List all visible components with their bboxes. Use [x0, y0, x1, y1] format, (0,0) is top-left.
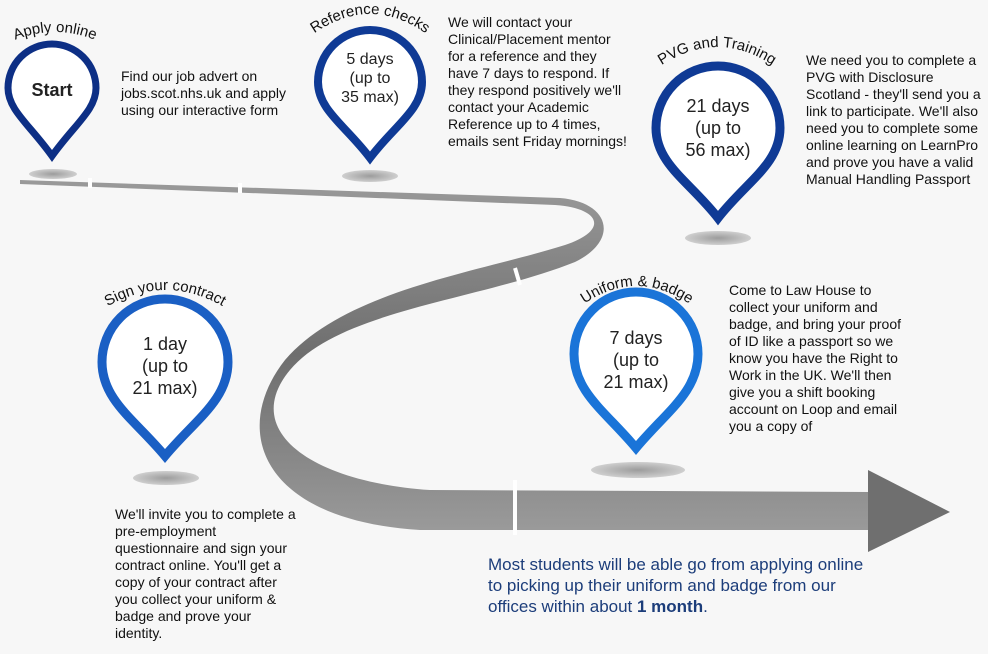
- pin-apply-online-icon: [4, 40, 100, 163]
- pin-shadow-4: [133, 471, 199, 485]
- pin-line: (up to: [141, 356, 189, 376]
- pin-line: 56 max): [685, 140, 751, 160]
- pin-line: 5 days: [346, 51, 394, 68]
- pin-shadow-5: [591, 462, 685, 478]
- description-uniform-badge: Come to Law House to collect your unifor…: [729, 282, 902, 434]
- pin-line: Start: [31, 80, 73, 100]
- pin-line: 7 days: [609, 328, 663, 348]
- pin-label-apply-online: Start: [17, 80, 87, 101]
- pin-line: 21 days: [686, 96, 750, 116]
- road-arrow-head: [868, 470, 950, 552]
- summary-emphasis: 1 month: [637, 597, 704, 616]
- pin-label-sign-contract: 1 day (up to 21 max): [115, 333, 215, 399]
- pin-label-uniform-badge: 7 days (up to 21 max): [586, 327, 686, 393]
- pin-label-reference-checks: 5 days (up to 35 max): [325, 50, 415, 107]
- road-gaps: [88, 178, 522, 535]
- summary-end: .: [703, 597, 708, 616]
- pin-reference-checks-icon: [313, 26, 427, 165]
- pin-line: (up to: [349, 70, 391, 87]
- pin-line: (up to: [694, 118, 742, 138]
- summary-main: Most students will be able go from apply…: [488, 555, 864, 616]
- description-pvg-training: We need you to complete a PVG with Discl…: [806, 52, 981, 187]
- description-sign-contract: We'll invite you to complete a pre-emplo…: [115, 506, 296, 641]
- pin-sign-contract-icon: [97, 294, 233, 464]
- step-title-1: Apply online: [11, 19, 99, 44]
- pin-line: 21 max): [603, 372, 669, 392]
- pin-line: 35 max): [341, 89, 399, 106]
- pin-line: 1 day: [142, 334, 188, 354]
- road-ribbon: [20, 180, 870, 530]
- pin-pvg-training-icon: [651, 61, 785, 226]
- pin-shadow-1: [29, 169, 77, 179]
- pin-shadow-2: [342, 170, 398, 182]
- summary-text: Most students will be able go from apply…: [488, 554, 868, 617]
- pin-line: 21 max): [132, 378, 198, 398]
- pin-shadow-3: [685, 231, 751, 245]
- pin-uniform-badge-icon: [569, 287, 703, 456]
- description-reference-checks: We will contact your Clinical/Placement …: [448, 14, 627, 149]
- pin-label-pvg-training: 21 days (up to 56 max): [668, 95, 768, 161]
- description-apply-online: Find our job advert on jobs.scot.nhs.uk …: [121, 68, 286, 118]
- pin-line: (up to: [612, 350, 660, 370]
